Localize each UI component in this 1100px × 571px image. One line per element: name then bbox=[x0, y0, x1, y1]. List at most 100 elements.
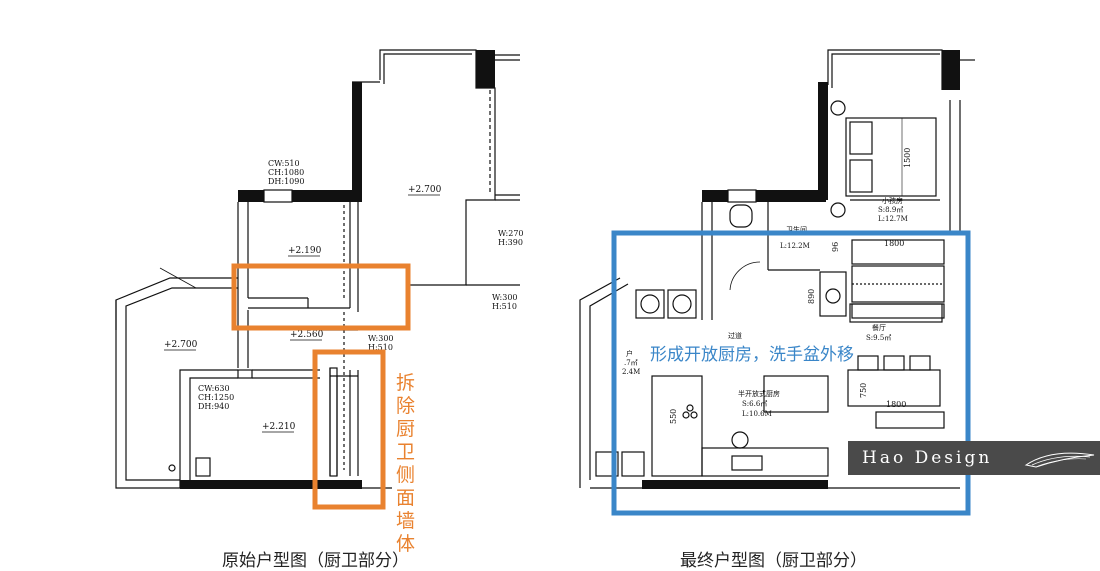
spec-text: CH:1250 bbox=[198, 393, 234, 402]
wall-line bbox=[189, 377, 238, 480]
dryer-drum bbox=[672, 294, 692, 314]
wall-line bbox=[383, 53, 472, 84]
kitchen-counter bbox=[651, 375, 703, 477]
island bbox=[763, 375, 829, 413]
brand-text: Hao Design bbox=[862, 448, 993, 468]
window-opening bbox=[237, 369, 253, 379]
sideboard bbox=[875, 411, 945, 429]
toilet bbox=[729, 204, 753, 228]
left-caption: 原始户型图（厨卫部分） bbox=[222, 551, 409, 571]
wall-line bbox=[115, 277, 238, 489]
spec-text: W:270 bbox=[498, 229, 524, 238]
open-kitchen-note: 形成开放厨房，洗手盆外移 bbox=[650, 345, 854, 365]
door-swing bbox=[729, 261, 761, 291]
removal-note: 拆除厨卫侧面墙体 bbox=[396, 372, 416, 555]
room-text: L:12.2M bbox=[780, 242, 810, 250]
chair bbox=[883, 355, 905, 371]
cabinet bbox=[849, 303, 943, 323]
wall-solid bbox=[352, 82, 362, 200]
spec-text: DH:940 bbox=[198, 402, 229, 411]
highlight-box-open-kitchen bbox=[611, 230, 971, 516]
dim-text: 750 bbox=[859, 383, 868, 398]
room-text: 餐厅 bbox=[872, 323, 886, 332]
room-text: 小孩房 bbox=[882, 196, 903, 205]
cooktop-burner bbox=[690, 411, 698, 419]
spec-text: H:510 bbox=[368, 343, 393, 352]
room-text: 户 bbox=[626, 349, 633, 358]
spec-text: H:390 bbox=[498, 238, 523, 247]
window-opening bbox=[263, 189, 293, 203]
room-text: 半开放式厨房 bbox=[738, 389, 780, 398]
room-text: L:10.6M bbox=[742, 410, 772, 418]
pillow bbox=[849, 121, 873, 155]
dim-text: 1500 bbox=[903, 148, 912, 168]
dryer bbox=[667, 289, 697, 319]
dim-text: 550 bbox=[669, 409, 678, 424]
spec-text: H:510 bbox=[492, 302, 517, 311]
wall-solid bbox=[180, 480, 362, 489]
wall-line bbox=[579, 277, 621, 488]
wall-solid bbox=[238, 190, 362, 202]
fixture-circle bbox=[168, 464, 176, 472]
appliance bbox=[195, 457, 211, 477]
lamp bbox=[830, 100, 846, 116]
wash-basin bbox=[819, 271, 847, 317]
door-swing bbox=[159, 267, 197, 289]
room-text: .7㎡ bbox=[624, 359, 638, 367]
wall-line bbox=[827, 49, 943, 90]
highlight-box-removed-wall-horizontal bbox=[231, 263, 411, 331]
wall-line bbox=[125, 287, 238, 481]
spec-text: DH:1090 bbox=[268, 177, 304, 186]
right-caption: 最终户型图（厨卫部分） bbox=[680, 551, 867, 571]
spec-text: W:300 bbox=[492, 293, 518, 302]
spec-text: W:300 bbox=[368, 334, 394, 343]
window-specs-left: CW:510 CH:1080 DH:1090 W:270 H:390 W:300… bbox=[198, 159, 524, 411]
basin-bowl bbox=[825, 288, 841, 304]
dim-text: 1800 bbox=[884, 239, 904, 248]
wall-line bbox=[589, 283, 629, 480]
room-text: 过道 bbox=[728, 331, 742, 340]
bed bbox=[845, 117, 937, 197]
kitchen-counter bbox=[701, 447, 829, 477]
lamp bbox=[830, 202, 846, 218]
wall-solid bbox=[942, 50, 960, 90]
dim-text: 96 bbox=[831, 242, 840, 252]
chair bbox=[909, 355, 931, 371]
pillow bbox=[849, 159, 873, 193]
spec-text: CW:510 bbox=[268, 159, 300, 168]
removed-wall bbox=[329, 367, 338, 477]
bed-small bbox=[851, 239, 945, 265]
brand-logo: Hao Design bbox=[848, 441, 1100, 475]
chair bbox=[857, 355, 879, 371]
level-text: +2.700 bbox=[164, 340, 198, 350]
room-text: S:8.9㎡ bbox=[878, 206, 903, 214]
room-text: L:12.7M bbox=[878, 215, 908, 223]
wall-solid bbox=[476, 50, 495, 88]
person-figure bbox=[731, 431, 749, 449]
wall-line bbox=[179, 369, 238, 488]
washer-drum bbox=[640, 294, 660, 314]
level-text: +2.190 bbox=[288, 246, 322, 256]
cabinet bbox=[595, 451, 619, 477]
room-text: 卫生间 bbox=[786, 225, 807, 234]
level-text: +2.700 bbox=[408, 185, 442, 195]
dim-text: 890 bbox=[807, 289, 816, 304]
highlight-box-removed-wall-vertical bbox=[312, 349, 386, 510]
dimension-labels-right: 1500 1800 890 96 750 1800 550 bbox=[669, 148, 912, 424]
spec-text: CW:630 bbox=[198, 384, 230, 393]
cooktop-burner bbox=[686, 404, 694, 412]
original-floor-plan bbox=[115, 49, 520, 489]
dim-text: 1800 bbox=[886, 400, 906, 409]
room-text: S:9.5㎡ bbox=[866, 334, 891, 342]
window-opening bbox=[727, 189, 757, 203]
room-text: 2.4M bbox=[622, 368, 640, 376]
wall-solid bbox=[818, 82, 828, 200]
room-text: S:6.6㎡ bbox=[742, 400, 767, 408]
room-labels-right: 小孩房 S:8.9㎡ L:12.7M 卫生间 L:12.2M 过道 餐厅 S:9… bbox=[622, 196, 908, 418]
wall-solid bbox=[702, 190, 826, 202]
shelf bbox=[851, 303, 945, 319]
wall-line bbox=[831, 53, 940, 88]
final-floor-plan bbox=[579, 49, 975, 489]
spec-text: CH:1080 bbox=[268, 168, 304, 177]
